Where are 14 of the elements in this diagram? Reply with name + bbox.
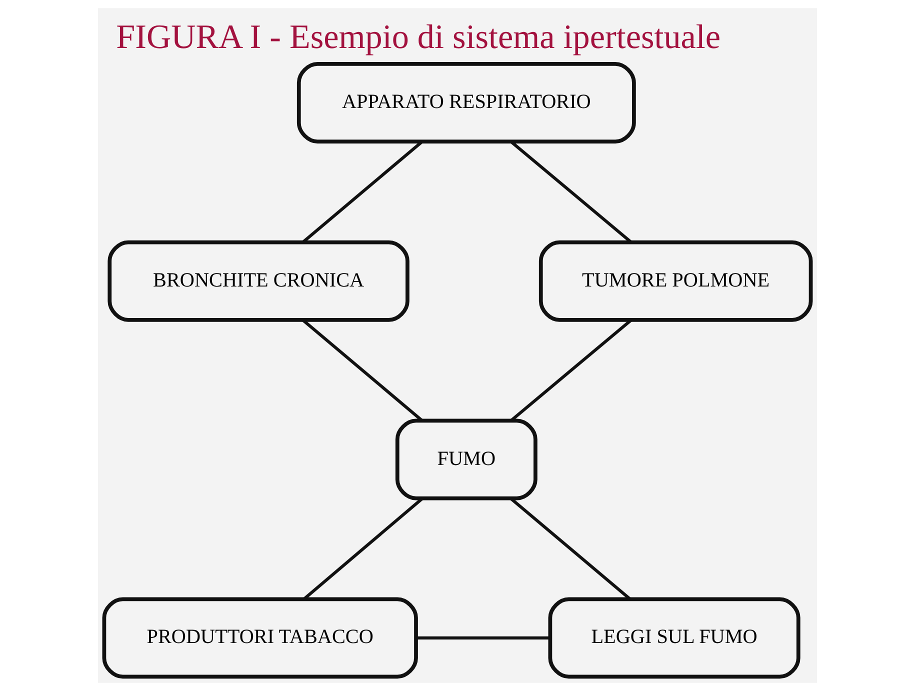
connector bbox=[510, 140, 632, 244]
node-box: TUMORE POLMONE bbox=[538, 240, 813, 322]
connector bbox=[510, 497, 631, 600]
connector bbox=[302, 319, 423, 422]
node-box: APPARATO RESPIRATORIO bbox=[296, 62, 636, 144]
node-box: FUMO bbox=[395, 418, 538, 500]
node-box: PRODUTTORI TABACCO bbox=[102, 597, 418, 679]
connector bbox=[416, 636, 550, 640]
node-box: BRONCHITE CRONICA bbox=[108, 240, 410, 322]
node-box: LEGGI SUL FUMO bbox=[548, 597, 800, 679]
diagram-title: FIGURA I - Esempio di sistema ipertestuale bbox=[116, 18, 721, 56]
connector bbox=[303, 497, 424, 600]
connector bbox=[302, 140, 423, 244]
connector bbox=[510, 319, 632, 422]
